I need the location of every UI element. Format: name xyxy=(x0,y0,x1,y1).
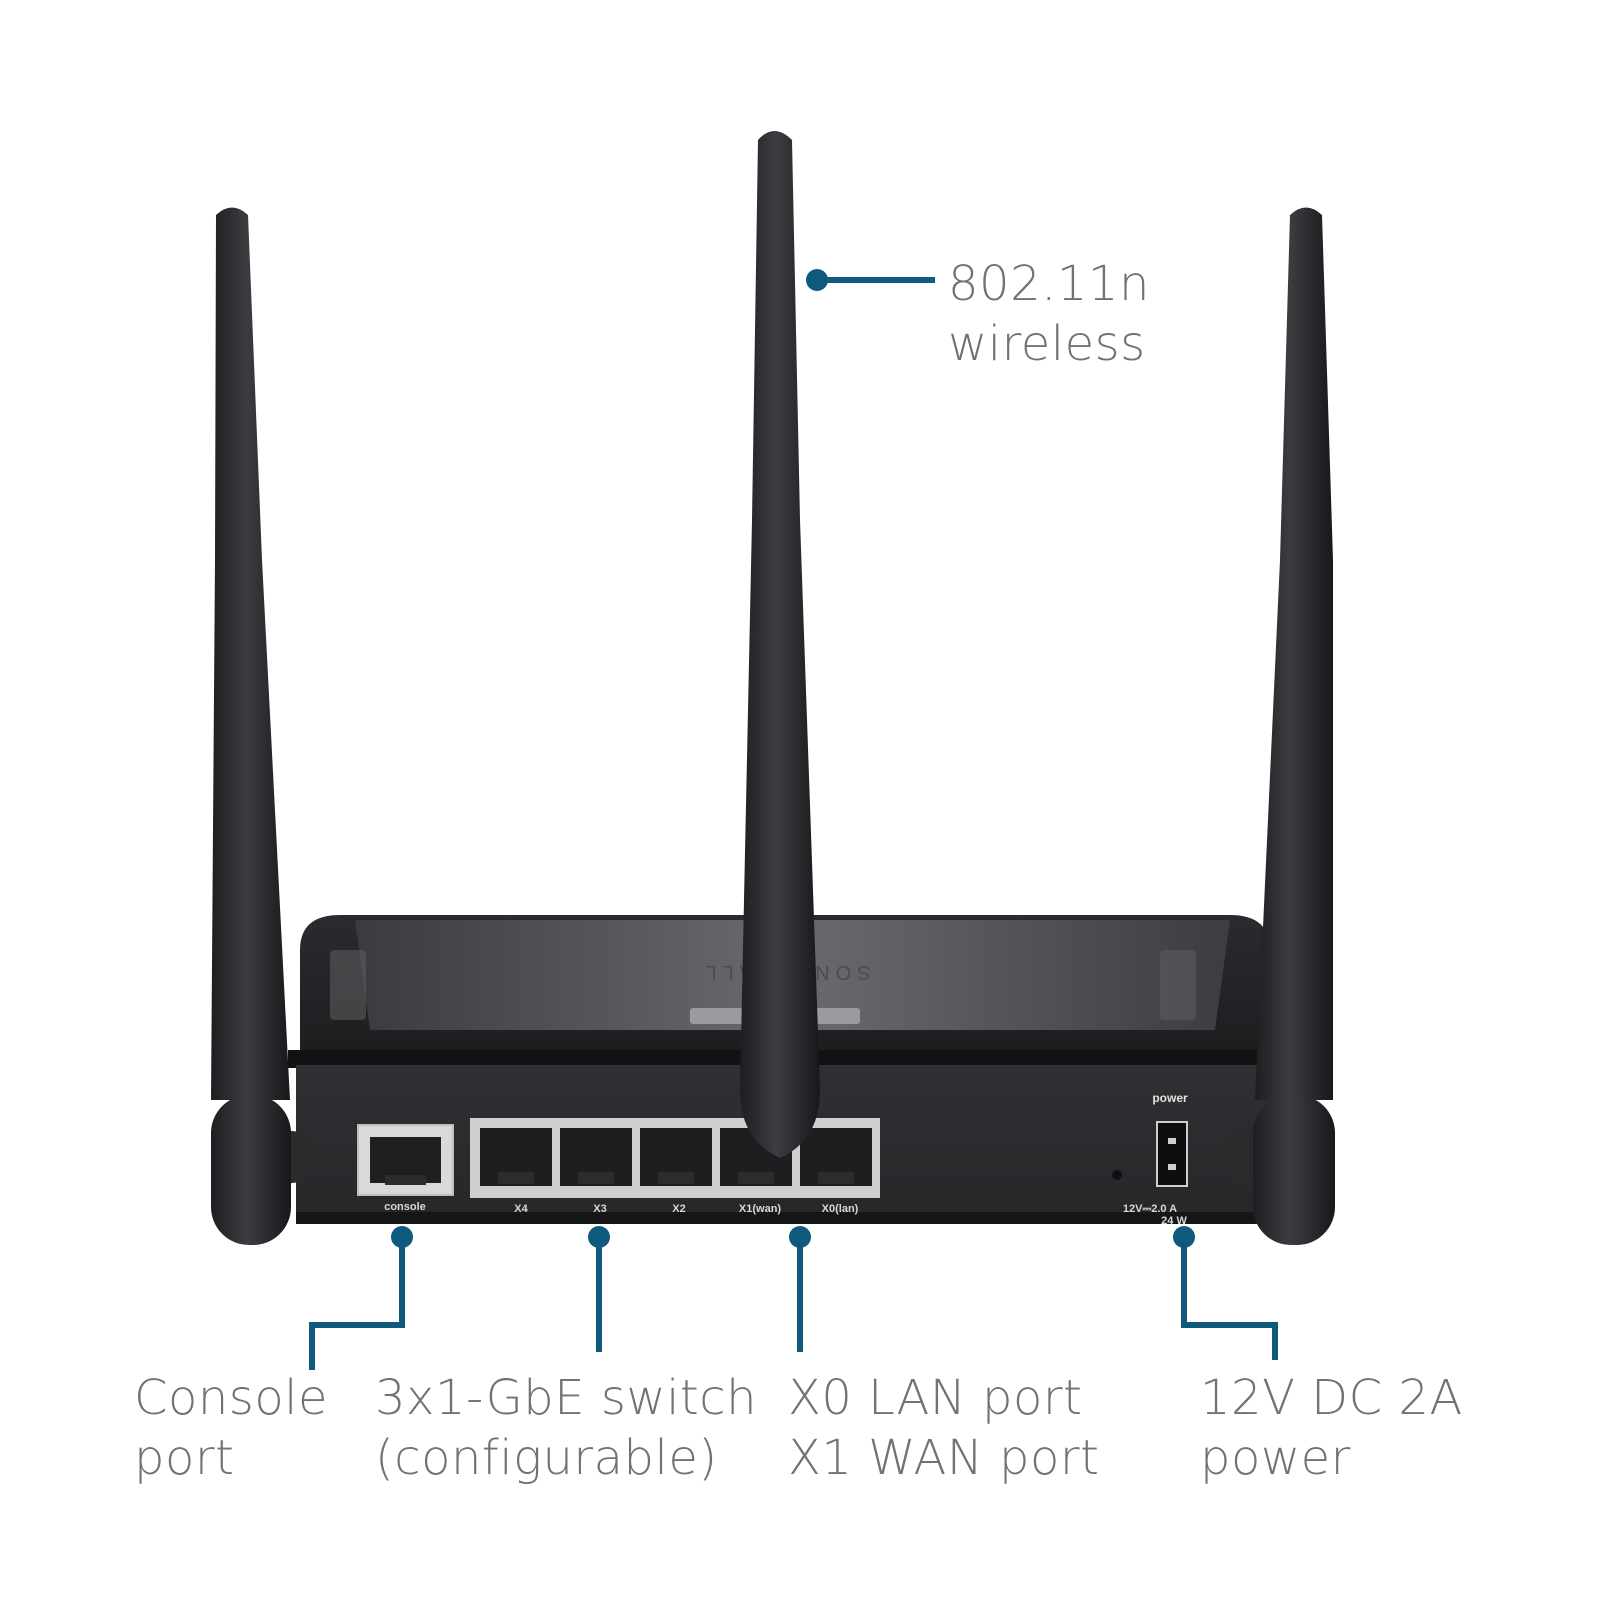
console-port: console xyxy=(357,1124,454,1213)
callout-dot-wireless xyxy=(806,269,828,291)
callout-power-line2: power xyxy=(1200,1430,1351,1486)
callout-lines xyxy=(309,277,1278,1370)
callout-switch-line1: 3x1-GbE switch xyxy=(375,1370,758,1426)
callout-console-line1: Console xyxy=(134,1370,329,1426)
port-label-x4: X4 xyxy=(514,1203,528,1215)
callout-power-line1: 12V DC 2A xyxy=(1200,1370,1463,1426)
callout-dot-power xyxy=(1173,1226,1195,1248)
ethernet-port-x4: X4 xyxy=(480,1128,552,1215)
ethernet-port-group: X4 X3 X2 X1(wan) X0(lan) xyxy=(470,1118,880,1215)
callout-power: 12V DC 2A power xyxy=(1200,1368,1463,1488)
callout-wireless-line1: 802.11n xyxy=(948,256,1150,312)
power-jack: power 12V⎓2.0 A 24 W xyxy=(1123,1091,1188,1227)
ethernet-port-x3: X3 xyxy=(560,1128,632,1215)
console-port-label: console xyxy=(384,1201,426,1213)
port-label-x0: X0(lan) xyxy=(822,1203,859,1215)
ethernet-port-x1: X1(wan) xyxy=(720,1128,792,1215)
callout-line-console xyxy=(309,1237,405,1370)
ethernet-port-x0: X0(lan) xyxy=(800,1128,872,1215)
reset-hole xyxy=(1112,1170,1122,1180)
callout-dot-lanwan xyxy=(789,1226,811,1248)
callout-line-power xyxy=(1181,1237,1278,1360)
power-header-label: power xyxy=(1152,1091,1188,1105)
antenna-right xyxy=(1219,207,1335,1245)
callout-dot-console xyxy=(391,1226,413,1248)
power-rating-line1: 12V⎓2.0 A xyxy=(1123,1203,1177,1215)
callout-dot-switch xyxy=(588,1226,610,1248)
power-rating-line2: 24 W xyxy=(1161,1215,1187,1227)
side-vents xyxy=(330,950,1196,1020)
callout-console-line2: port xyxy=(134,1430,235,1486)
ethernet-port-x2: X2 xyxy=(640,1128,712,1215)
callout-console: Console port xyxy=(134,1368,328,1488)
antenna-left xyxy=(211,207,317,1245)
callout-dots xyxy=(391,269,1195,1248)
antenna-center xyxy=(740,131,820,1158)
callout-lanwan-line1: X0 LAN port xyxy=(788,1370,1083,1426)
port-label-x2: X2 xyxy=(672,1203,685,1215)
port-label-x1: X1(wan) xyxy=(739,1203,782,1215)
callout-switch-line2: (configurable) xyxy=(375,1430,718,1486)
port-label-x3: X3 xyxy=(593,1203,606,1215)
callout-wireless: 802.11n wireless xyxy=(948,254,1150,374)
callout-switch: 3x1-GbE switch (configurable) xyxy=(375,1368,757,1488)
callout-wireless-line2: wireless xyxy=(948,316,1146,372)
callout-lanwan: X0 LAN port X1 WAN port xyxy=(788,1368,1099,1488)
callout-lanwan-line2: X1 WAN port xyxy=(788,1430,1100,1486)
